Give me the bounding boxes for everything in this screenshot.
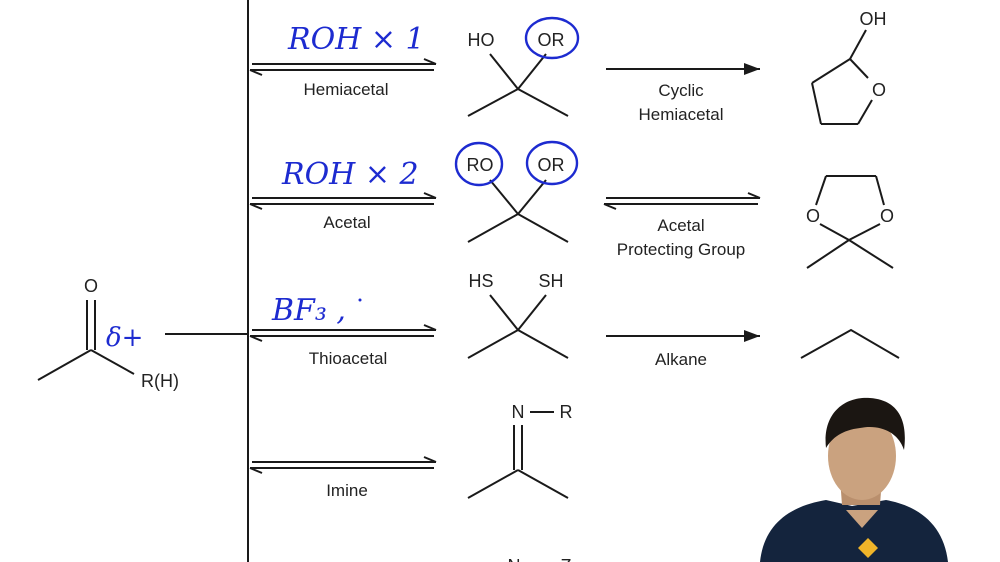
ring-bond-c2-c1 xyxy=(811,58,851,84)
c-me-bond-right xyxy=(517,88,569,117)
ring-oh-bond xyxy=(849,29,867,60)
imine-nitrogen: N xyxy=(512,402,525,422)
or-group: OR xyxy=(538,155,565,175)
ring-bond-c1-o xyxy=(849,58,869,79)
reagent-bf3: BF₃ , xyxy=(271,293,346,328)
acetal-label: Acetal xyxy=(323,213,370,232)
dioxolane-oxygen-left: O xyxy=(806,206,820,226)
row-imine: Imine N R xyxy=(249,402,573,500)
ring-bond-c3-c2 xyxy=(811,82,822,125)
c-me-bond-left xyxy=(467,213,519,243)
c-sh-bond-right xyxy=(517,294,547,331)
circled-ro-annotation xyxy=(454,141,504,187)
presenter-video-icon xyxy=(760,397,948,562)
row-partial-bottom: N Z xyxy=(508,556,572,562)
imine-r-group: R xyxy=(560,402,573,422)
c-sh-bond-left xyxy=(489,294,519,331)
c-me-bond-right xyxy=(517,469,569,499)
cyclization-arrow-head xyxy=(744,63,760,75)
forward-arrow-head xyxy=(423,324,437,331)
dioxolane-me-left xyxy=(806,239,850,269)
c-oh-bond xyxy=(489,53,519,90)
c-me-bond-left xyxy=(467,88,519,117)
alkane-label: Alkane xyxy=(655,350,707,369)
row-acetal: ROH × 2 Acetal RO OR Acetal Protecting G… xyxy=(249,140,894,269)
forward-arrow-head xyxy=(423,456,437,463)
delta-plus-annotation: δ+ xyxy=(106,323,143,353)
row-hemiacetal: ROH × 1 Hemiacetal HO OR Cyclic Hemiacet… xyxy=(249,9,887,125)
reagent-roh-x2: ROH × 2 xyxy=(281,157,419,192)
row-thioacetal: BF₃ , Thioacetal HS SH Alkane xyxy=(249,271,900,369)
hemiacetal-label: Hemiacetal xyxy=(303,80,388,99)
propane-skeleton xyxy=(800,328,900,359)
sh-group: SH xyxy=(538,271,563,291)
circled-or-annotation xyxy=(525,140,579,186)
c-or-bond-left xyxy=(489,179,519,215)
or-group: OR xyxy=(538,30,565,50)
ink-dot xyxy=(358,298,362,302)
c-me-bond-right xyxy=(517,329,569,359)
shirt-logo-icon xyxy=(858,538,878,558)
methyl-bond xyxy=(37,349,92,381)
dioxolane-bond-left-bottom xyxy=(819,223,850,241)
dioxolane-bond-right-top xyxy=(875,175,885,206)
presenter-hair xyxy=(825,397,905,450)
imine-label: Imine xyxy=(326,481,368,500)
forward-arrow-head xyxy=(423,192,437,199)
carbonyl-oxygen: O xyxy=(84,276,98,296)
ho-group: HO xyxy=(468,30,495,50)
thioacetal-label: Thioacetal xyxy=(309,349,387,368)
ring-bond-o-c4 xyxy=(857,99,873,125)
c-me-bond-right xyxy=(517,213,569,243)
protecting-group-label: Protecting Group xyxy=(617,240,746,259)
reverse-arrow-head xyxy=(249,467,263,474)
forward-arrow-head xyxy=(423,58,437,65)
dioxolane-me-right xyxy=(848,239,894,269)
protection-forward-head xyxy=(747,192,761,199)
hemiacetal-sub-label: Hemiacetal xyxy=(638,105,723,124)
r-h-label: R(H) xyxy=(141,371,179,391)
cyclic-label: Cyclic xyxy=(658,81,704,100)
partial-z-group: Z xyxy=(561,556,572,562)
c-or-bond-right xyxy=(517,179,547,215)
hs-group: HS xyxy=(468,271,493,291)
protection-reverse-head xyxy=(603,203,617,210)
dioxolane-bond-right-bottom xyxy=(848,223,881,241)
c-or-bond xyxy=(517,53,547,90)
reverse-arrow-head xyxy=(249,335,263,342)
c-me-bond-left xyxy=(467,469,519,499)
starting-carbonyl: O R(H) δ+ xyxy=(37,276,248,391)
dioxolane-oxygen-right: O xyxy=(880,206,894,226)
partial-nitrogen: N xyxy=(508,556,521,562)
presenter-neck xyxy=(846,510,878,528)
presenter-shirt xyxy=(760,500,948,562)
ring-oh-group: OH xyxy=(860,9,887,29)
reagent-roh-x1: ROH × 1 xyxy=(287,22,425,57)
presenter-face xyxy=(828,412,896,500)
ring-oxygen: O xyxy=(872,80,886,100)
reduction-arrow-head xyxy=(744,330,760,342)
acetal-next-label: Acetal xyxy=(657,216,704,235)
circled-or-annotation xyxy=(524,16,580,60)
reverse-arrow-head xyxy=(249,203,263,210)
rh-bond xyxy=(90,349,135,375)
reverse-arrow-head xyxy=(249,69,263,76)
c-me-bond-left xyxy=(467,329,519,359)
dioxolane-bond-left-top xyxy=(815,175,827,206)
ro-group: RO xyxy=(467,155,494,175)
